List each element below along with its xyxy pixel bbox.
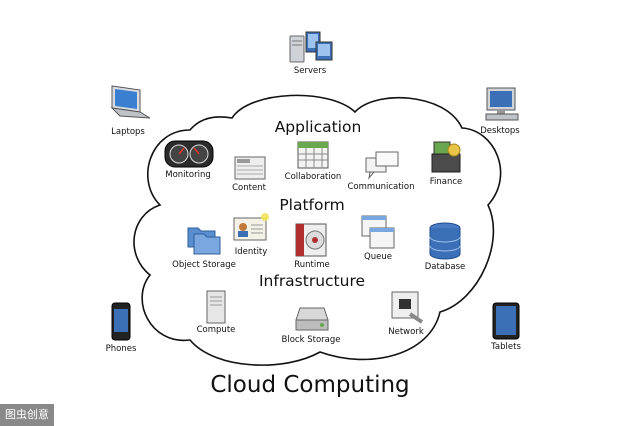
collaboration-label: Collaboration xyxy=(284,172,342,182)
identity-label: Identity xyxy=(234,247,268,257)
laptop-icon xyxy=(110,85,151,119)
phone-icon xyxy=(111,302,131,341)
compute-label: Compute xyxy=(196,325,236,335)
calendar-icon xyxy=(297,141,329,169)
infrastructure-layer-title: Infrastructure xyxy=(258,272,366,290)
windows-icon xyxy=(361,215,395,249)
gauges-icon xyxy=(164,140,214,168)
queue-label: Queue xyxy=(364,252,392,262)
finance-label: Finance xyxy=(429,177,463,187)
id-card-icon xyxy=(233,213,269,241)
object-storage-label: Object Storage xyxy=(172,260,236,270)
diagram-title: Cloud Computing xyxy=(210,372,410,398)
folders-icon xyxy=(187,227,221,255)
application-layer-title: Application xyxy=(274,118,362,136)
block-storage-label: Block Storage xyxy=(281,335,341,345)
desktops-label: Desktops xyxy=(480,126,520,136)
speech-bubbles-icon xyxy=(365,151,399,180)
network-jack-icon xyxy=(391,291,424,324)
servers-icon xyxy=(289,31,333,63)
desktop-icon xyxy=(485,87,519,121)
monitoring-label: Monitoring xyxy=(165,170,211,180)
newspaper-icon xyxy=(234,156,266,180)
tower-server-icon xyxy=(206,290,226,324)
watermark: 图虫创意 xyxy=(0,404,54,426)
database-icon xyxy=(429,222,461,260)
runtime-disc-icon xyxy=(295,223,327,257)
tablets-label: Tablets xyxy=(491,342,521,352)
content-label: Content xyxy=(232,183,266,193)
servers-label: Servers xyxy=(293,66,327,76)
tablet-icon xyxy=(492,302,520,340)
laptops-label: Laptops xyxy=(111,127,145,137)
communication-label: Communication xyxy=(347,182,415,192)
platform-layer-title: Platform xyxy=(279,196,345,214)
phones-label: Phones xyxy=(105,344,137,354)
runtime-label: Runtime xyxy=(294,260,330,270)
network-label: Network xyxy=(388,327,424,337)
database-label: Database xyxy=(424,262,466,272)
hard-drive-icon xyxy=(295,307,329,331)
cash-register-icon xyxy=(431,141,461,173)
